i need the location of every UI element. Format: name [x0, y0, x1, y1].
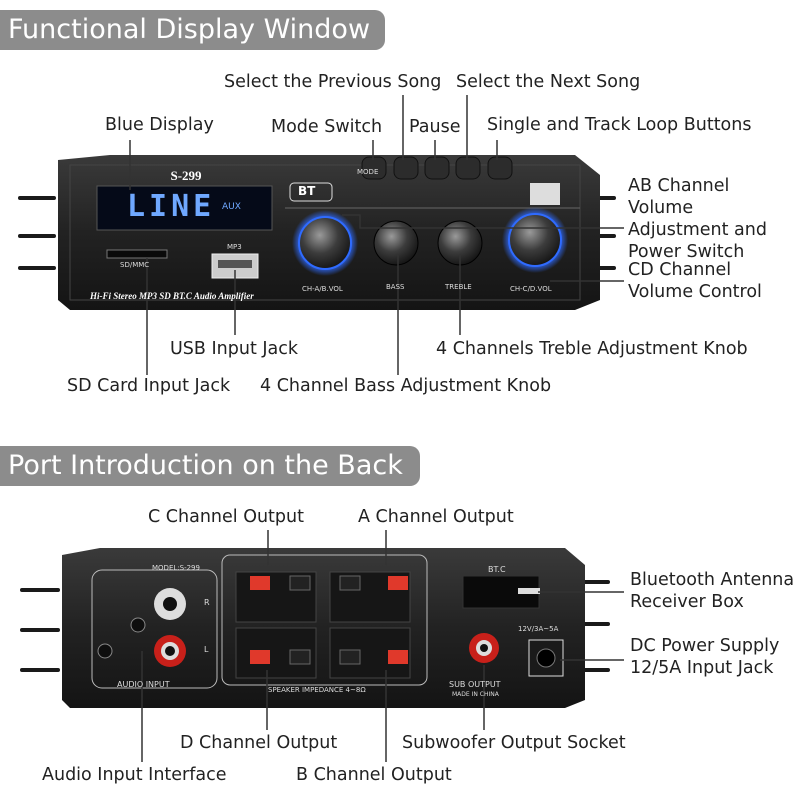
mp3-badge — [530, 183, 560, 205]
vol-ab-text: CH-A/B.VOL — [302, 285, 343, 293]
label-treble-knob: 4 Channels Treble Adjustment Knob — [436, 339, 748, 359]
label-dc-power: DC Power Supply 12/5A Input Jack — [630, 636, 780, 678]
sd-text: SD/MMC — [120, 261, 150, 269]
treble-text: TREBLE — [445, 283, 472, 291]
label-c-output: C Channel Output — [148, 507, 304, 527]
speaker-terminal-panel — [221, 554, 428, 686]
dc-rating: 12V/3A~5A — [518, 625, 559, 633]
ab-volume-knob — [298, 216, 352, 270]
bass-knob — [373, 220, 419, 266]
display-aux: AUX — [222, 202, 241, 212]
label-cd-volume: CD Channel Volume Control — [628, 260, 762, 302]
callout-lines — [129, 95, 624, 762]
sub-output-text: SUB OUTPUT — [449, 680, 501, 689]
btc-text: BT.C — [488, 565, 506, 574]
label-sub-socket: Subwoofer Output Socket — [402, 733, 626, 753]
back-model: MODEL:S-299 — [152, 564, 200, 572]
mp3-text: MP3 — [227, 243, 242, 251]
vol-cd-text: CH-C/D.VOL — [510, 285, 552, 293]
front-section-title: Functional Display Window — [0, 10, 385, 50]
label-bass-knob: 4 Channel Bass Adjustment Knob — [260, 376, 552, 396]
label-sd-card: SD Card Input Jack — [67, 376, 231, 396]
label-blue-display: Blue Display — [105, 115, 214, 135]
label-bt-antenna: Bluetooth Antenna Receiver Box — [630, 570, 795, 612]
back-body — [62, 548, 585, 708]
label-pause: Pause — [409, 117, 461, 137]
display-text: LINE — [127, 189, 216, 224]
label-loop-buttons: Single and Track Loop Buttons — [487, 115, 752, 135]
sd-slot — [106, 249, 168, 259]
l-label: L — [204, 645, 209, 654]
tagline: Hi-Fi Stereo MP3 SD BT.C Audio Amplifier — [90, 291, 254, 301]
impedance-text: SPEAKER IMPEDANCE 4~8Ω — [268, 686, 366, 694]
made-in-text: MADE IN CHINA — [452, 691, 499, 698]
label-b-output: B Channel Output — [296, 765, 452, 785]
label-mode-switch: Mode Switch — [271, 117, 383, 137]
speaker-terminals — [235, 571, 411, 679]
audio-input-text: AUDIO INPUT — [117, 680, 170, 689]
label-previous-song: Select the Previous Song — [224, 72, 442, 92]
r-label: R — [204, 598, 210, 607]
label-ab-volume: AB Channel Volume Adjustment and Power S… — [628, 176, 767, 262]
label-a-output: A Channel Output — [358, 507, 514, 527]
mode-text: MODE — [357, 168, 379, 176]
back-section-title: Port Introduction on the Back — [0, 446, 420, 486]
blue-display — [96, 185, 273, 231]
label-d-output: D Channel Output — [180, 733, 338, 753]
label-next-song: Select the Next Song — [456, 72, 641, 92]
label-usb-jack: USB Input Jack — [170, 339, 299, 359]
bt-badge-text: BT — [298, 184, 316, 198]
bt-badge — [289, 182, 333, 202]
back-fins — [20, 580, 610, 672]
cd-volume-knob — [508, 213, 562, 267]
model-text: S-299 — [170, 168, 202, 183]
audio-input-panel — [91, 569, 218, 689]
label-audio-input: Audio Input Interface — [42, 765, 227, 785]
bass-text: BASS — [386, 283, 405, 291]
power-jack — [528, 639, 564, 677]
front-buttons — [361, 156, 513, 180]
